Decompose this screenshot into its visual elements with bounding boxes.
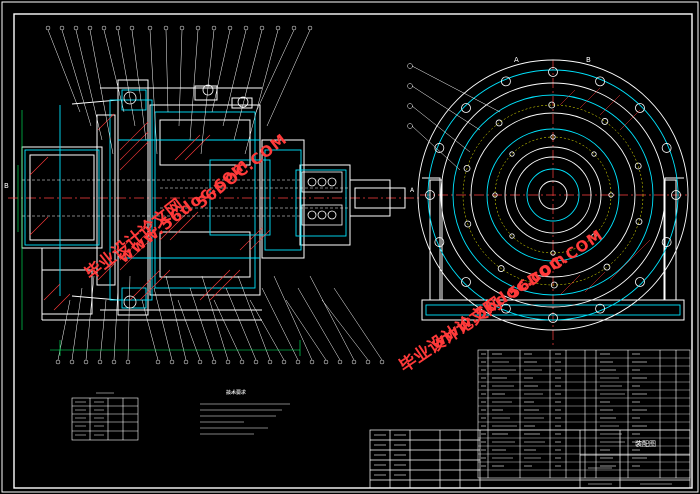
end-view-right [407,59,690,345]
axis-label-left: B [4,182,9,190]
parameter-table-text [75,392,114,436]
tech-requirements-title: 技术要求 [226,389,246,396]
view-label-b: B [586,56,591,64]
parameter-table [71,397,139,441]
parts-list-rows [478,357,690,471]
axis-label-right: A [410,187,415,194]
technical-requirements [200,392,290,435]
parts-list-entries [481,353,647,467]
title-block-name: 装配图 [635,439,656,448]
title-block [369,429,691,489]
view-label-a: A [514,56,519,64]
section-view-left [8,25,420,365]
title-block-entries [374,434,672,485]
